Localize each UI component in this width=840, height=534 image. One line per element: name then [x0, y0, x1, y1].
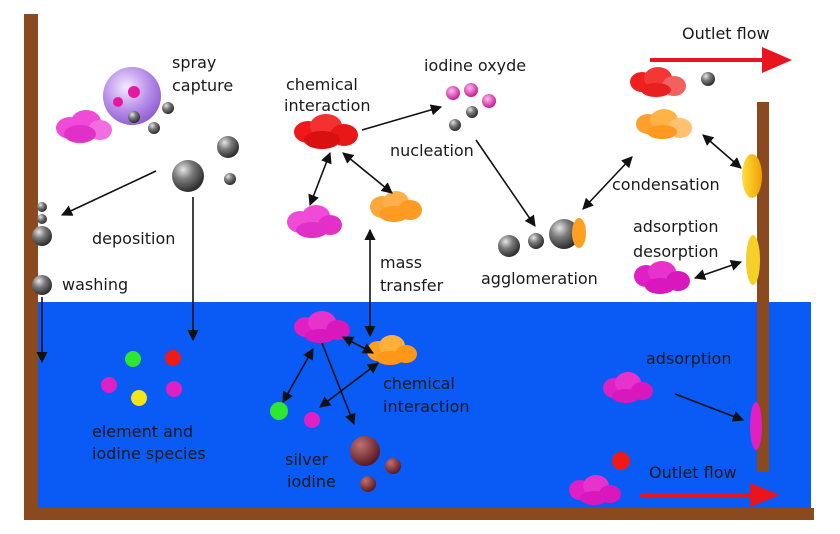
- cloud-magenta-mid: [287, 205, 342, 238]
- label-chemical-2: chemical: [383, 374, 455, 393]
- label-washing: washing: [62, 275, 128, 294]
- cloud-magenta-water-bottom: [569, 475, 621, 505]
- cloud-magenta-right: [634, 261, 690, 294]
- label-condensation: condensation: [612, 175, 720, 194]
- label-iodine-species: iodine species: [92, 444, 206, 463]
- arrow-nucleation-agglomeration: [475, 139, 536, 227]
- arrow-red-orange: [342, 152, 393, 194]
- nucleus-2: [449, 119, 461, 131]
- wall-deposit-yellow-upper: [742, 154, 762, 198]
- silver-particle-large: [350, 436, 380, 466]
- floor: [24, 508, 814, 520]
- label-silver: silver: [285, 450, 329, 469]
- particle-small-1: [162, 102, 174, 114]
- left-wall: [24, 14, 38, 520]
- cloud-red-chemical: [294, 114, 358, 149]
- outlet-arrow-top: [650, 47, 792, 73]
- label-desorption: desorption: [633, 242, 719, 261]
- label-capture: capture: [172, 76, 233, 95]
- agglomerate-coating: [572, 218, 586, 248]
- spray-magenta-dot-1: [128, 86, 140, 98]
- nucleus-1: [466, 106, 478, 118]
- wall-particle-1: [37, 202, 47, 212]
- particle-medium: [217, 136, 239, 158]
- wall-particle-3: [32, 226, 52, 246]
- particle-small-3: [224, 173, 236, 185]
- silver-particle-small-1: [385, 458, 401, 474]
- agglomerate-2: [528, 233, 544, 249]
- cloud-magenta-water-right: [603, 372, 653, 403]
- species-red: [165, 350, 181, 366]
- right-wall: [757, 102, 769, 472]
- arrow-red-magenta: [308, 151, 332, 207]
- particle-small-2: [148, 122, 160, 134]
- iodine-oxyde-dot-2: [464, 83, 478, 97]
- label-chemical-1: chemical: [286, 75, 358, 94]
- agglomerate-3: [549, 219, 579, 249]
- label-interaction-1: interaction: [284, 96, 371, 115]
- label-deposition: deposition: [92, 229, 175, 248]
- cloud-magenta-top-left: [56, 110, 112, 143]
- label-adsorption: adsorption: [646, 349, 731, 368]
- particle-top-right: [701, 72, 715, 86]
- species-yellow: [131, 390, 147, 406]
- label-outlet-bottom: Outlet flow: [649, 463, 737, 482]
- arrow-water-orange-magenta: [319, 362, 379, 408]
- label-outlet-top: Outlet flow: [682, 24, 770, 43]
- species-magenta-2: [166, 381, 182, 397]
- arrow-chemical-to-oxyde: [361, 104, 443, 131]
- arrow-water-to-silver: [321, 342, 356, 426]
- cloud-magenta-water-center: [294, 311, 350, 343]
- species-red-bottom: [612, 452, 630, 470]
- species-green: [125, 351, 141, 367]
- arrow-deposition: [60, 170, 157, 216]
- iodine-oxyde-dot-1: [446, 86, 460, 100]
- arrow-orange-to-wall: [702, 134, 742, 169]
- label-mass: mass: [380, 253, 422, 272]
- arrow-adsorption-desorption: [693, 260, 743, 280]
- arrow-water-magenta-green: [282, 348, 314, 403]
- agglomerate-1: [498, 235, 520, 257]
- wall-particle-2: [37, 214, 47, 224]
- label-spray: spray: [172, 53, 216, 72]
- label-iodine: iodine: [287, 472, 336, 491]
- arrow-water-magenta-orange: [342, 336, 374, 354]
- label-interaction-2: interaction: [383, 397, 470, 416]
- water-pool: [36, 302, 811, 510]
- iodine-oxyde-dot-3: [482, 94, 496, 108]
- particle-large: [172, 160, 204, 192]
- species-magenta-center: [304, 412, 320, 428]
- wall-deposit-yellow-lower: [746, 235, 760, 285]
- washing-particle: [32, 275, 52, 295]
- spray-magenta-dot-2: [113, 97, 123, 107]
- label-adsorption-1: adsorption: [633, 217, 718, 236]
- cloud-orange-top-right: [636, 109, 692, 139]
- species-magenta-1: [101, 377, 117, 393]
- wall-deposit-magenta: [750, 402, 762, 450]
- label-nucleation: nucleation: [390, 141, 474, 160]
- species-green-center: [270, 402, 288, 420]
- label-transfer: transfer: [380, 276, 444, 295]
- silver-particle-small-2: [360, 476, 376, 492]
- label-agglomeration: agglomeration: [481, 269, 598, 288]
- label-iodine-oxyde: iodine oxyde: [424, 56, 526, 75]
- arrow-condensation-link: [582, 156, 633, 210]
- cloud-orange-mid: [370, 191, 422, 222]
- outlet-arrow-bottom: [640, 483, 780, 507]
- spray-gray-dot: [128, 111, 140, 123]
- arrow-adsorption-to-wall: [674, 393, 745, 422]
- label-element-and: element and: [92, 422, 193, 441]
- cloud-red-top-right: [630, 67, 686, 97]
